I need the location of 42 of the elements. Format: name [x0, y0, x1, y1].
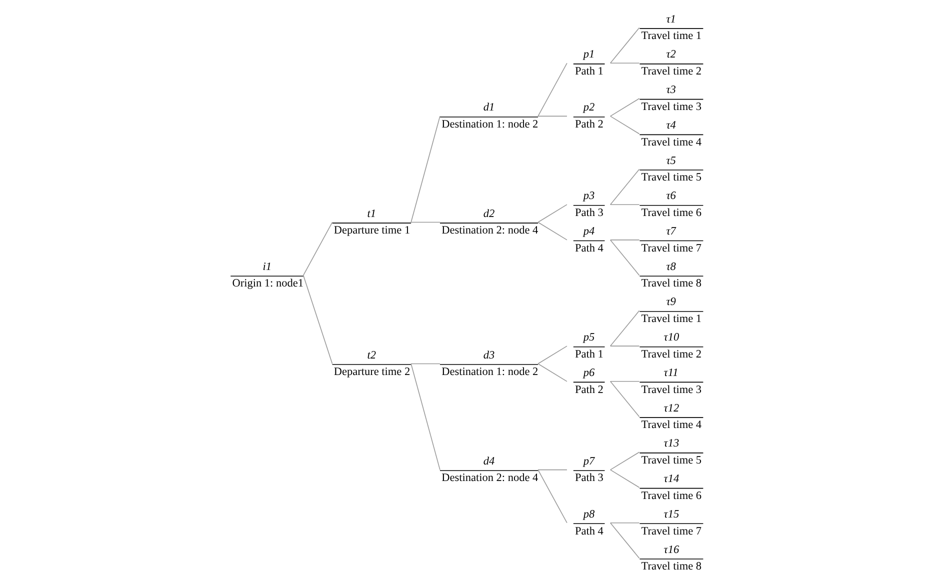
- connector: [609, 27, 640, 64]
- node-text: t2 Departure time 2: [333, 349, 410, 378]
- node-text: d4 Destination 2: node 4: [441, 455, 538, 484]
- connector: [410, 363, 440, 364]
- node-text: p8 Path 4: [574, 508, 603, 538]
- node-text: t1 Departure time 1: [333, 208, 410, 237]
- connector: [302, 222, 332, 276]
- connector: [609, 98, 640, 117]
- node-text: d2 Destination 2: node 4: [441, 208, 538, 237]
- node-text: d1 Destination 1: node 2: [441, 102, 538, 131]
- connector: [609, 522, 640, 559]
- connector: [609, 522, 640, 524]
- connector: [609, 62, 640, 64]
- node-text: p1 Path 1: [574, 48, 603, 78]
- node-text: p6 Path 2: [574, 366, 603, 396]
- connector: [302, 274, 332, 364]
- node-text: d3 Destination 1: node 2: [441, 349, 538, 378]
- connector: [609, 310, 640, 346]
- connector: [609, 452, 640, 470]
- connector: [609, 469, 640, 488]
- connector: [609, 240, 640, 276]
- connector: [609, 381, 640, 382]
- node-text: i1 Origin 1: node1: [232, 260, 303, 290]
- connector: [537, 222, 567, 240]
- connector: [537, 363, 567, 382]
- connector: [410, 363, 440, 470]
- connector: [609, 168, 640, 205]
- connector: [410, 116, 440, 223]
- node-text: p7 Path 3: [574, 455, 603, 484]
- node-text: p4 Path 4: [574, 225, 603, 254]
- connector: [609, 116, 640, 134]
- connector: [537, 116, 567, 117]
- connector: [537, 346, 567, 364]
- node-text: p2 Path 2: [574, 102, 603, 131]
- connector: [537, 204, 567, 223]
- connector: [410, 222, 440, 223]
- connector: [537, 469, 567, 470]
- connector: [537, 469, 567, 524]
- connector: [609, 204, 640, 205]
- connector: [609, 381, 640, 418]
- connector: [537, 62, 567, 117]
- node-text: τ16 Travel time 8: [640, 544, 702, 573]
